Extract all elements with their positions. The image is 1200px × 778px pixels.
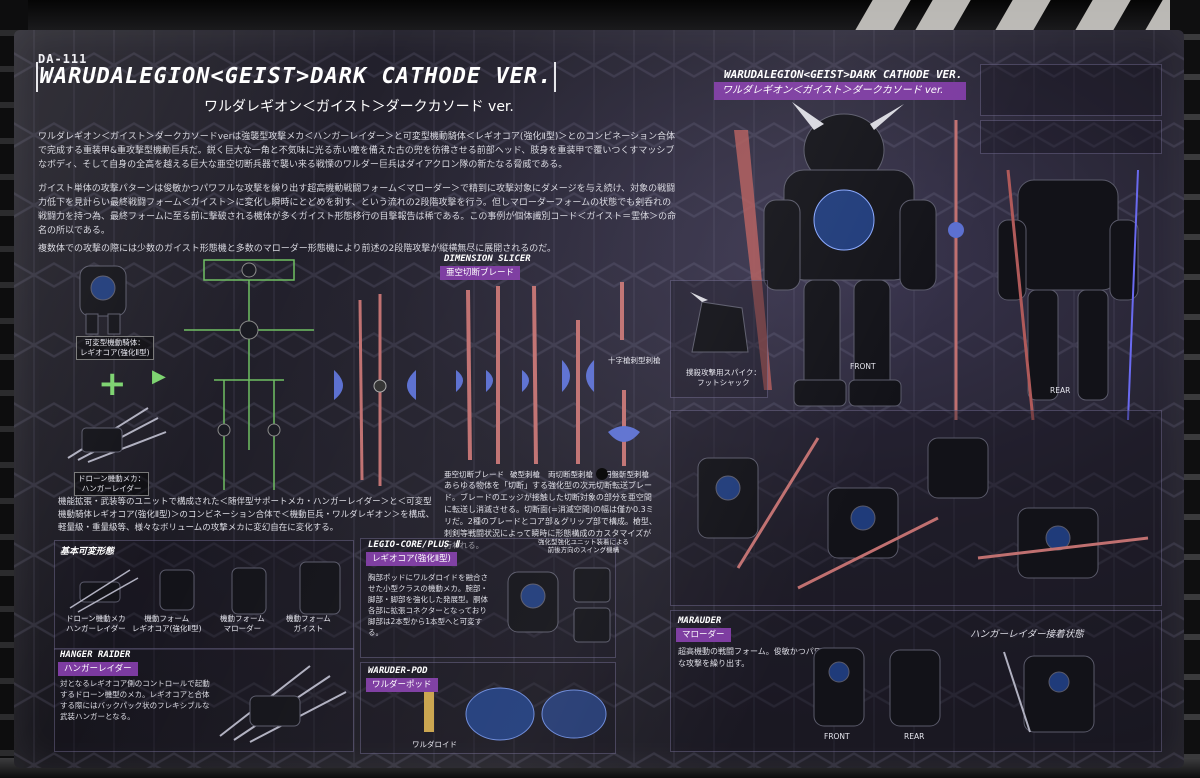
forms-robots	[69, 561, 341, 615]
slicer-blades	[456, 282, 640, 466]
legio-robot	[507, 567, 611, 643]
plus-icon: +	[98, 364, 127, 404]
main-robot-rear	[997, 169, 1139, 421]
legio-text: 胸部ポッドにワルダロイドを融合させた小型クラスの機動メカ。腕部・脚部・脚部を強化…	[368, 573, 488, 637]
action-robots	[697, 437, 1149, 590]
thumb-panel-top	[980, 64, 1162, 116]
marauder-text: 超高機動の戦闘フォーム。俊敏かつパワフルな攻撃を繰り出す。	[678, 647, 838, 668]
marauder-rear-label: REAR	[904, 732, 925, 741]
slicer-sub: 亜空切断ブレード	[440, 266, 521, 280]
main-robot-front	[734, 102, 964, 420]
pod-tag: WARUDER-POD	[368, 666, 428, 676]
legio-sub: レギオコア(強化Ⅱ型)	[366, 552, 457, 566]
title-en: WARUDALEGION<GEIST>DARK CATHODE VER.	[36, 62, 556, 92]
slicer-label-1: 亜空切断ブレード	[444, 470, 504, 479]
slicer-tag: DIMENSION SLICER	[444, 254, 531, 264]
spike-label: 撲殺攻撃用スパイク： フットシャック	[686, 368, 761, 387]
intro-p3: 複数体での攻撃の際には少数のガイスト形態機と多数のマローダー形態機により前述の2…	[38, 244, 557, 254]
right-title-en: WARUDALEGION<GEIST>DARK CATHODE VER.	[724, 68, 963, 81]
marauder-robots	[813, 647, 1095, 733]
label-front: FRONT	[850, 362, 876, 371]
hanger-note: ハンガーレイダー接着状態	[970, 629, 1084, 640]
foot-spike-image	[690, 292, 749, 353]
drone-label: ドローン機動メカ： ハンガーレイダー	[74, 472, 150, 496]
title-jp: ワルダレギオン＜ガイスト＞ダークカソード ver.	[204, 99, 514, 115]
forms-tag: 基本可変形態	[60, 547, 115, 557]
slicer-label-5: 円盤斬型刺槍	[604, 470, 649, 479]
core-label: 可変型機動騎体： レギオコア(強化Ⅱ型)	[76, 336, 154, 360]
frame-blades	[334, 294, 416, 486]
drone-image	[67, 407, 167, 463]
right-title-jp: ワルダレギオン＜ガイスト＞ダークカソード ver.	[714, 82, 966, 100]
hex-background	[14, 30, 1184, 768]
hanger-sub: ハンガーレイダー	[58, 662, 138, 676]
legio-side-label: 強化型強化ユニット装着による 前後方向のスイング機構	[538, 538, 629, 554]
core-robot-image	[79, 265, 127, 335]
intro-text: ワルダレギオン＜ガイスト＞ダークカソードverは強襲型攻撃メカ＜ハンガーレイダー…	[38, 130, 678, 266]
thumb-panel-2	[980, 120, 1162, 154]
form-label-2: 機動フォーム レギオコア(強化Ⅱ型)	[132, 614, 202, 633]
product-code: DA-111	[38, 52, 88, 66]
slicer-label-2: 破型刺槍	[510, 470, 540, 479]
slicer-label-3: 両切断型刺槍	[548, 470, 593, 479]
form-label-3: 機動フォーム マローダー	[220, 614, 265, 633]
marauder-front-label: FRONT	[824, 732, 850, 741]
intro-p2: ガイスト単体の攻撃パターンは俊敏かつパワフルな攻撃を繰り出す超高機動戦闘フォーム…	[38, 184, 677, 236]
form-label-1: ドローン機動メカ ハンガーレイダー	[66, 614, 126, 633]
hanger-image	[219, 665, 347, 743]
slicer-label-4: 十字槍刺型刺槍	[608, 356, 661, 365]
legio-tag: LEGIO-CORE/PLUS Ⅱ	[368, 540, 460, 550]
hanger-text: 対となるレギオコア側のコントロールで起動するドローン機型のメカ。レギオコアと合体…	[60, 679, 210, 721]
pod-image	[424, 687, 607, 741]
product-box: DA-111 WARUDALEGION<GEIST>DARK CATHODE V…	[14, 30, 1184, 768]
marauder-tag: MARAUDER	[678, 616, 722, 626]
hanger-tag: HANGER RAIDER	[60, 650, 131, 660]
pod-label: ワルダロイド	[412, 740, 457, 749]
arrow-right-icon: ▶	[152, 366, 166, 387]
form-label-4: 機動フォーム ガイスト	[286, 614, 331, 633]
combine-text: 機能拡張・武装等のユニットで構成された＜随伴型サポートメカ・ハンガーレイダー＞と…	[58, 497, 435, 533]
marauder-sub: マローダー	[676, 628, 731, 642]
sticker-dot	[596, 468, 608, 480]
frame-skeleton	[184, 259, 314, 490]
label-rear: REAR	[1050, 386, 1071, 395]
slicer-text: あらゆる物体を「切断」する強化型の次元切断転送ブレード。ブレードのエッジが接触し…	[444, 481, 657, 550]
pod-sub: ワルダーポッド	[366, 678, 438, 692]
intro-p1: ワルダレギオン＜ガイスト＞ダークカソードverは強襲型攻撃メカ＜ハンガーレイダー…	[38, 132, 676, 170]
